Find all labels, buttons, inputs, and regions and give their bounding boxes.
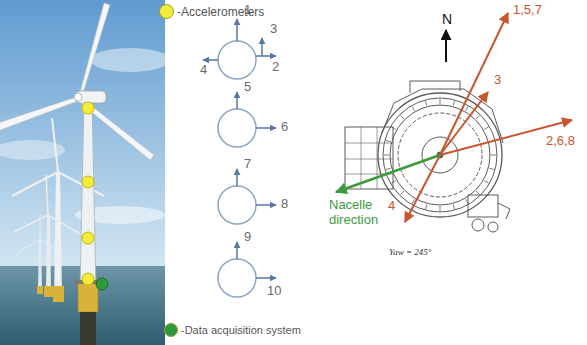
north-arrow xyxy=(445,30,447,62)
sensor-axes xyxy=(203,19,276,297)
axis-arrow xyxy=(261,38,263,56)
daq-dot xyxy=(96,278,108,290)
bolt xyxy=(466,107,469,111)
axis-arrow xyxy=(256,127,276,129)
bolt xyxy=(440,99,441,104)
tower-section xyxy=(218,186,256,224)
axis-number: 10 xyxy=(266,284,282,299)
bolt xyxy=(453,204,454,209)
axis-arrow xyxy=(256,55,276,57)
bolt xyxy=(466,199,469,203)
mid-turbine xyxy=(14,175,82,297)
compass-label: N xyxy=(441,11,453,27)
axis-number: 5 xyxy=(243,80,252,95)
axis-number: 6 xyxy=(280,120,289,135)
cloud xyxy=(90,48,170,72)
equipment xyxy=(498,203,510,219)
axis-number: 9 xyxy=(243,230,252,245)
frame xyxy=(410,81,460,93)
axis-arrow xyxy=(203,59,218,61)
legend-text: -Accelerometers xyxy=(177,5,264,19)
legend-entry: -Accelerometers xyxy=(159,4,264,19)
bolt xyxy=(386,168,391,169)
legend-swatch xyxy=(159,4,174,19)
sensor-direction-label: 1,5,7 xyxy=(512,3,543,18)
equipment xyxy=(472,219,484,231)
sensor-direction-arrow xyxy=(440,13,508,155)
accelerometer-dot xyxy=(82,273,94,285)
bolt xyxy=(491,155,496,156)
accelerometer-dot xyxy=(82,232,94,244)
equipment xyxy=(488,222,498,232)
bolt xyxy=(440,206,441,211)
bolt xyxy=(426,101,427,106)
turbine-photo xyxy=(0,0,170,345)
sensor-direction-label: 3 xyxy=(493,73,502,88)
legend-entry: -Data acquisition system xyxy=(164,323,301,337)
tower-section xyxy=(218,259,256,297)
axis-number: 8 xyxy=(280,197,289,212)
nacelle-direction-arrow xyxy=(336,155,440,192)
axis-arrow xyxy=(256,277,276,279)
bolt xyxy=(426,204,427,209)
sensor-direction-label: 2,6,8 xyxy=(545,134,576,149)
legend-text: -Data acquisition system xyxy=(181,324,301,336)
bolt xyxy=(392,127,396,130)
yaw-label: Yaw = 245° xyxy=(388,247,432,257)
bolt xyxy=(400,115,404,119)
bolt xyxy=(386,141,391,142)
sensor-direction-arrow xyxy=(440,92,488,155)
tower-section xyxy=(218,41,256,79)
bolt xyxy=(489,168,494,169)
axis-arrow xyxy=(236,19,238,41)
axis-number: 7 xyxy=(243,157,252,172)
sensor-dots xyxy=(82,102,108,290)
bolt xyxy=(484,181,488,184)
axis-number: 2 xyxy=(271,60,280,75)
sensor-direction-label: 4 xyxy=(387,199,396,214)
bolt xyxy=(400,191,404,195)
bolt xyxy=(392,181,396,184)
bolt xyxy=(476,191,480,195)
axis-arrow xyxy=(236,92,238,109)
direction-arrows xyxy=(336,13,572,222)
axis-number: 4 xyxy=(199,63,208,78)
bolt xyxy=(384,155,389,156)
bolt xyxy=(412,107,415,111)
nacelle-direction-label: Nacelle direction xyxy=(328,198,402,228)
axis-arrow xyxy=(256,204,276,206)
accelerometer-dot xyxy=(82,176,94,188)
axis-arrow xyxy=(236,242,238,259)
axis-arrow xyxy=(236,169,238,186)
bolt xyxy=(453,101,454,106)
bolt xyxy=(484,127,488,130)
legend-swatch xyxy=(164,323,178,337)
main-turbine xyxy=(0,3,154,345)
sea xyxy=(0,266,165,345)
axis-number: 3 xyxy=(269,22,278,37)
accelerometer-dot xyxy=(82,102,94,114)
tower-section xyxy=(218,109,256,147)
bolt xyxy=(476,115,480,119)
equipment xyxy=(468,195,498,217)
